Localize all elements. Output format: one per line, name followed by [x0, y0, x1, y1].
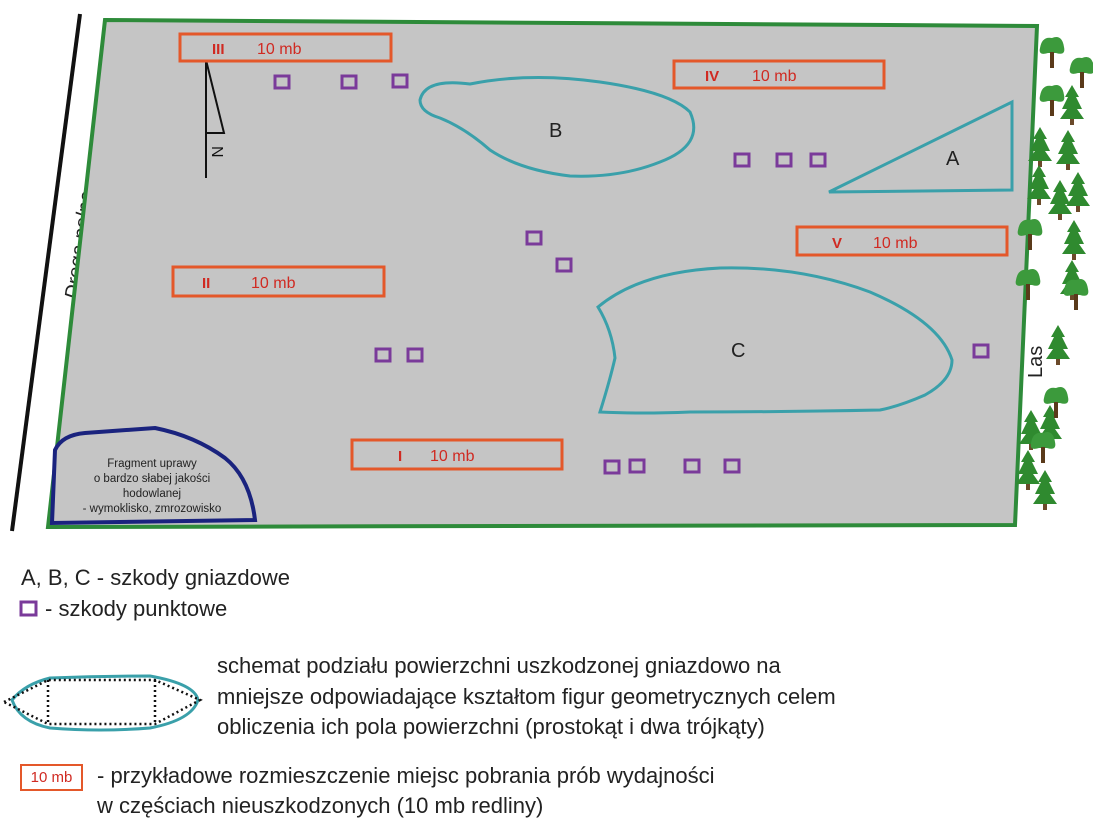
- tree-trunk: [1080, 72, 1084, 88]
- conifer-tree-icon: [1066, 172, 1090, 206]
- point-damage: [406, 347, 424, 363]
- road-line: [10, 13, 82, 532]
- strip-length: 10 mb: [873, 235, 918, 252]
- strip-roman: I: [398, 448, 402, 465]
- poor-fragment-line3: hodowlanej: [123, 488, 181, 500]
- legend-sample-line2: w częściach nieuszkodzonych (10 mb redli…: [97, 793, 544, 818]
- point-damage: [340, 74, 358, 90]
- tree-trunk: [1043, 504, 1047, 510]
- conifer-tree-icon: [1027, 165, 1051, 199]
- conifer-tree-icon: [1033, 470, 1057, 504]
- legend-division-line2: mniejsze odpowiadające kształtom figur g…: [217, 684, 836, 709]
- poor-fragment-line1: Fragment uprawy: [107, 458, 197, 470]
- legend-division-line3: obliczenia ich pola powierzchni (prostok…: [217, 714, 765, 739]
- tree-trunk: [1066, 164, 1070, 170]
- tree-trunk: [1041, 447, 1045, 463]
- north-label: N: [208, 146, 225, 158]
- legend-nest-damage: A, B, C - szkody gniazdowe: [21, 565, 291, 590]
- nest-damage-b: [418, 75, 696, 178]
- tree-trunk: [1050, 52, 1054, 68]
- point-damage: [775, 152, 793, 168]
- leafy-tree-icon: [1017, 219, 1043, 236]
- point-damage: [628, 458, 646, 474]
- conifer-tree-icon: [1060, 85, 1084, 119]
- strip-length: 10 mb: [752, 68, 797, 85]
- tree-trunk: [1037, 199, 1041, 205]
- sample-strip-ii: II 10 mb: [171, 265, 386, 298]
- strip-length: 10 mb: [251, 275, 296, 292]
- tree-trunk: [1056, 359, 1060, 365]
- tree-trunk: [1058, 214, 1062, 220]
- north-arrow: N: [205, 59, 226, 178]
- tree-trunk: [1070, 119, 1074, 125]
- sample-strip-v: V 10 mb: [795, 225, 1009, 257]
- point-damage: [555, 257, 573, 273]
- point-damage: [374, 347, 392, 363]
- point-damage: [733, 152, 751, 168]
- division-scheme-icon: [1, 674, 203, 732]
- sample-strip-i: I 10 mb: [350, 438, 564, 471]
- forest-label: Las: [1025, 346, 1047, 378]
- nest-damage-c: [596, 266, 954, 415]
- tree-trunk: [1028, 234, 1032, 250]
- leafy-tree-icon: [1063, 279, 1089, 296]
- point-damage: [391, 73, 409, 89]
- leafy-tree-icon: [1030, 432, 1056, 449]
- tree-trunk: [1050, 100, 1054, 116]
- point-damage: [723, 458, 741, 474]
- field-area: [45, 17, 1040, 530]
- legend-sample-box: 10 mb: [20, 764, 83, 791]
- tree-trunk: [1074, 294, 1078, 310]
- point-damage: [683, 458, 701, 474]
- strip-length: 10 mb: [257, 41, 302, 58]
- legend-division-line1: schemat podziału powierzchni uszkodzonej…: [217, 653, 781, 678]
- tree-trunk: [1026, 484, 1030, 490]
- poor-fragment-line2: o bardzo słabej jakości: [94, 473, 210, 485]
- leafy-tree-icon: [1015, 269, 1041, 286]
- strip-roman: II: [202, 275, 210, 292]
- tree-trunk: [1072, 254, 1076, 260]
- tree-trunk: [1054, 402, 1058, 418]
- forest-trees: [1015, 37, 1093, 510]
- sample-strip-iv: IV 10 mb: [672, 59, 886, 90]
- poor-quality-fragment: [49, 425, 258, 526]
- strip-length: 10 mb: [430, 448, 475, 465]
- conifer-tree-icon: [1062, 220, 1086, 254]
- point-damage: [273, 74, 291, 90]
- strip-roman: III: [212, 41, 225, 58]
- tree-trunk: [1038, 161, 1042, 167]
- legend-point-damage-icon: [19, 600, 38, 617]
- leafy-tree-icon: [1069, 57, 1093, 74]
- tree-trunk: [1070, 294, 1074, 300]
- conifer-tree-icon: [1046, 325, 1070, 359]
- point-damage-group: [273, 73, 990, 475]
- nest-label-b: B: [549, 120, 562, 142]
- legend-sample-line1: - przykładowe rozmieszczenie miejsc pobr…: [97, 763, 715, 788]
- sample-strip-iii: III 10 mb: [178, 32, 393, 63]
- strip-roman: V: [832, 235, 842, 252]
- conifer-tree-icon: [1048, 180, 1072, 214]
- tree-trunk: [1076, 206, 1080, 212]
- conifer-tree-icon: [1016, 450, 1040, 484]
- leafy-tree-icon: [1039, 85, 1065, 102]
- strip-roman: IV: [705, 68, 719, 85]
- leafy-tree-icon: [1039, 37, 1065, 54]
- tree-trunk: [1026, 284, 1030, 300]
- point-damage: [809, 152, 827, 168]
- conifer-tree-icon: [1056, 130, 1080, 164]
- point-damage: [525, 230, 543, 246]
- legend-point-damage: - szkody punktowe: [45, 596, 228, 621]
- point-damage: [603, 459, 621, 475]
- nest-label-c: C: [731, 340, 745, 362]
- conifer-tree-icon: [1038, 405, 1062, 439]
- conifer-tree-icon: [1028, 127, 1052, 161]
- point-damage: [972, 343, 990, 359]
- nest-damage-a: [828, 99, 1014, 194]
- poor-fragment-line4: - wymoklisko, zmrozowisko: [83, 503, 222, 515]
- nest-label-a: A: [946, 148, 960, 170]
- leafy-tree-icon: [1043, 387, 1069, 404]
